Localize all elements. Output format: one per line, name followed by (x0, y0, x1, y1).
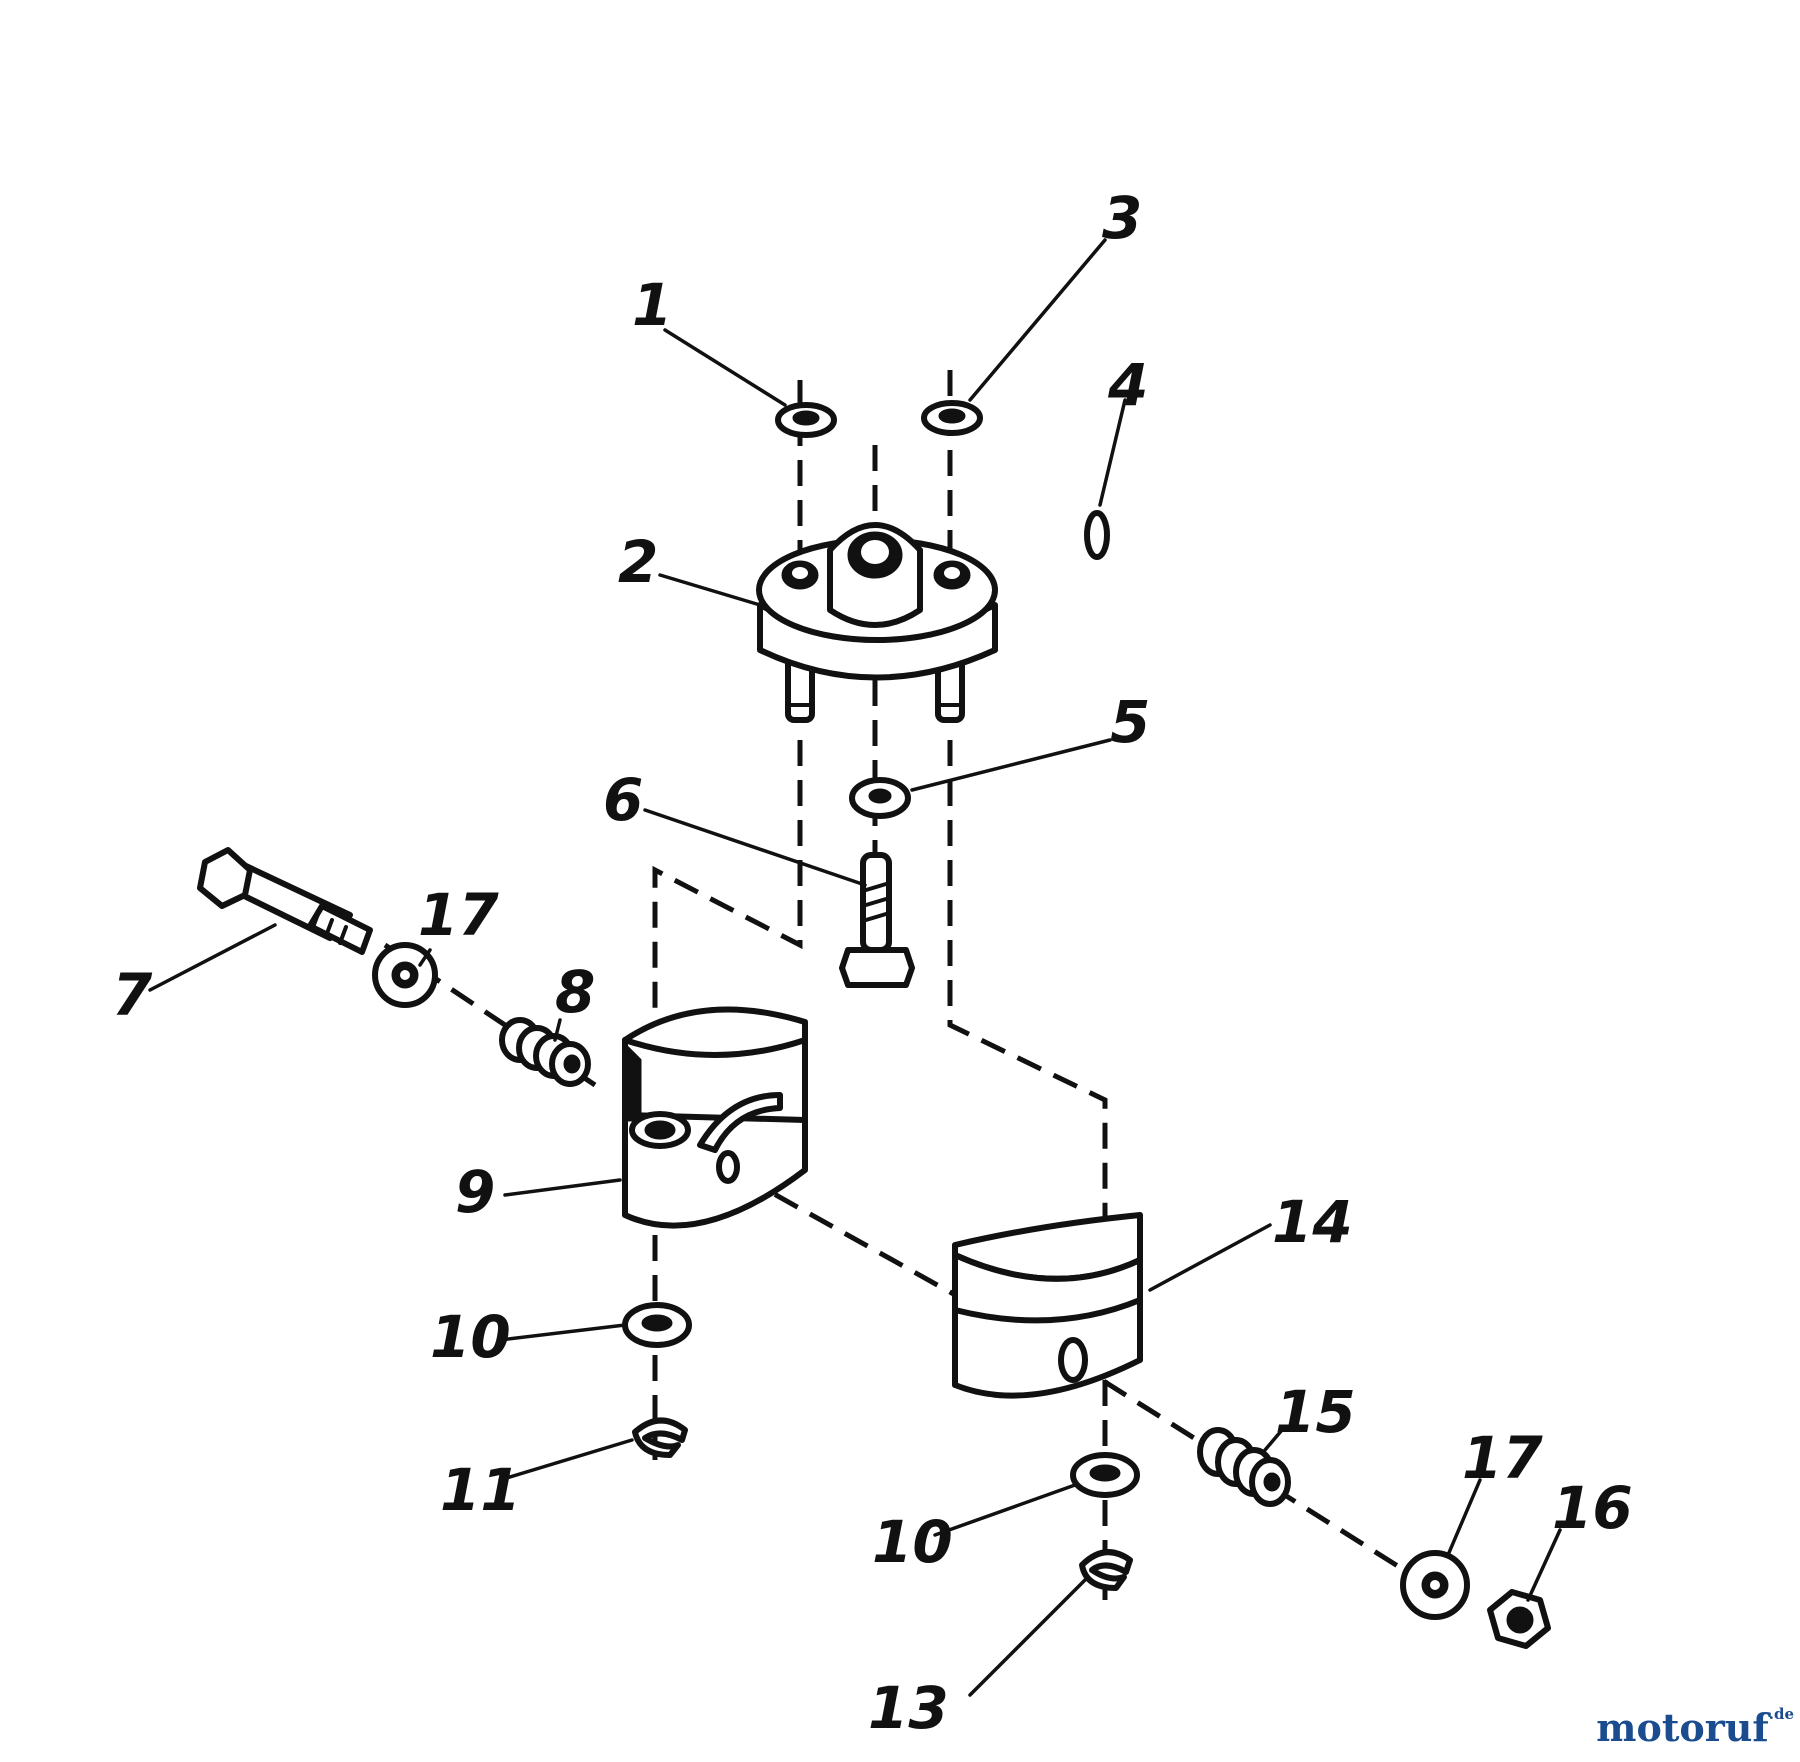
part-3-clip (921, 400, 983, 436)
callout-2: 2 (618, 528, 658, 596)
callout-9: 9 (455, 1158, 495, 1226)
part-17-washer-right (1400, 1550, 1470, 1620)
part-5-washer (849, 777, 911, 819)
part-13-clip (1079, 1549, 1133, 1591)
callout-15: 15 (1275, 1378, 1356, 1446)
callout-labels: 1 2 3 4 5 6 7 8 9 10 11 13 10 14 15 16 1… (112, 184, 1633, 1742)
callout-14: 14 (1272, 1188, 1353, 1256)
part-10-washer-left (622, 1302, 692, 1348)
part-14-block (952, 1212, 1143, 1399)
part-2-bracket (756, 522, 998, 723)
callout-10-left: 10 (430, 1303, 511, 1371)
part-17-washer-left (372, 942, 438, 1008)
callout-17-right: 17 (1462, 1424, 1543, 1492)
callout-16: 16 (1552, 1474, 1633, 1542)
callout-11: 11 (440, 1456, 521, 1524)
part-6-bolt (839, 852, 915, 988)
callout-10-right: 10 (872, 1508, 953, 1576)
part-9-block (622, 1006, 808, 1229)
leader-lines (148, 238, 1562, 1697)
callout-13: 13 (868, 1674, 949, 1742)
watermark-brand: motoruf (1596, 1705, 1769, 1750)
callout-7: 7 (112, 961, 153, 1029)
callout-8: 8 (555, 958, 595, 1026)
callout-1: 1 (632, 271, 672, 339)
callout-4: 4 (1107, 351, 1148, 419)
part-10-washer-right (1070, 1452, 1140, 1498)
part-16-nut (1487, 1589, 1551, 1649)
motoruf-watermark-logo: motoruf.de (1596, 1705, 1794, 1750)
watermark-suffix: .de (1768, 1705, 1794, 1723)
callout-5: 5 (1110, 688, 1150, 756)
callout-17-left: 17 (418, 881, 499, 949)
callout-3: 3 (1102, 184, 1142, 252)
part-4-pin (1084, 510, 1110, 560)
part-7-long-bolt (197, 847, 373, 955)
part-11-clip (632, 1417, 688, 1458)
part-8-spring (499, 1017, 591, 1087)
part-1-clip (775, 402, 837, 438)
callout-6: 6 (603, 766, 643, 834)
part-15-spring (1197, 1427, 1291, 1507)
